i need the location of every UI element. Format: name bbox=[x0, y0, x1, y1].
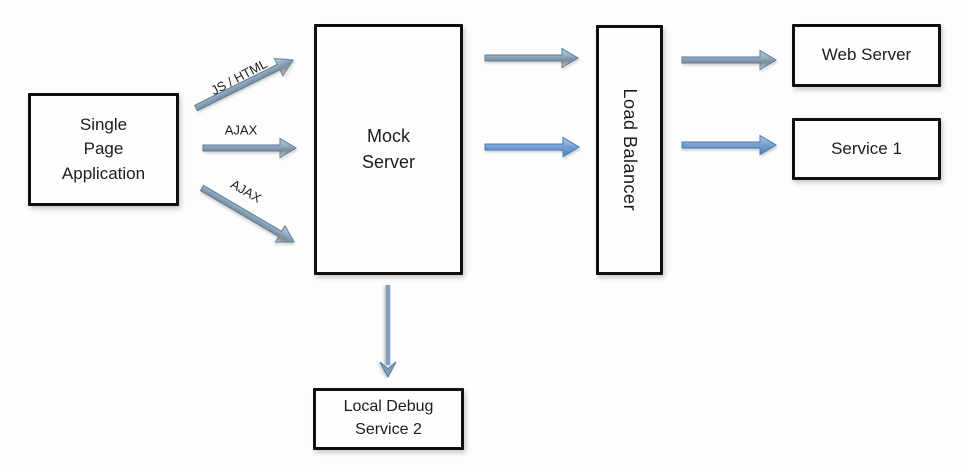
node-service-1: Service 1 bbox=[792, 118, 941, 180]
node-spa: Single Page Application bbox=[28, 93, 179, 206]
arrow-mock-to-lb-bottom bbox=[484, 136, 580, 158]
edge-label-spa-to-mock-ajax: AJAX bbox=[224, 122, 258, 138]
node-local-debug-service-2: Local Debug Service 2 bbox=[313, 388, 464, 450]
node-label-spa: Single Page Application bbox=[61, 115, 146, 183]
arrow-spa-to-mock-ajax bbox=[202, 137, 297, 159]
node-label-mock-server: Mock Server bbox=[361, 125, 415, 172]
node-label-service-1: Service 1 bbox=[831, 138, 902, 158]
edge-label-spa-to-mock-js-html: JS / HTML bbox=[208, 55, 270, 99]
node-label-load-balancer: Load Balancer bbox=[620, 88, 641, 212]
node-load-balancer: Load Balancer bbox=[596, 25, 663, 275]
arrow-mock-to-local-debug bbox=[379, 285, 397, 379]
edge-label-spa-to-mock-ajax-2: AJAX bbox=[228, 176, 264, 206]
node-label-local-debug-service-2: Local Debug Service 2 bbox=[343, 398, 434, 438]
arrow-mock-to-lb-top bbox=[484, 47, 579, 69]
arrow-lb-to-service-1 bbox=[681, 134, 777, 156]
arrow-lb-to-web-server bbox=[681, 49, 777, 71]
node-web-server: Web Server bbox=[792, 24, 941, 87]
node-mock-server: Mock Server bbox=[314, 24, 463, 275]
node-label-web-server: Web Server bbox=[821, 45, 912, 65]
